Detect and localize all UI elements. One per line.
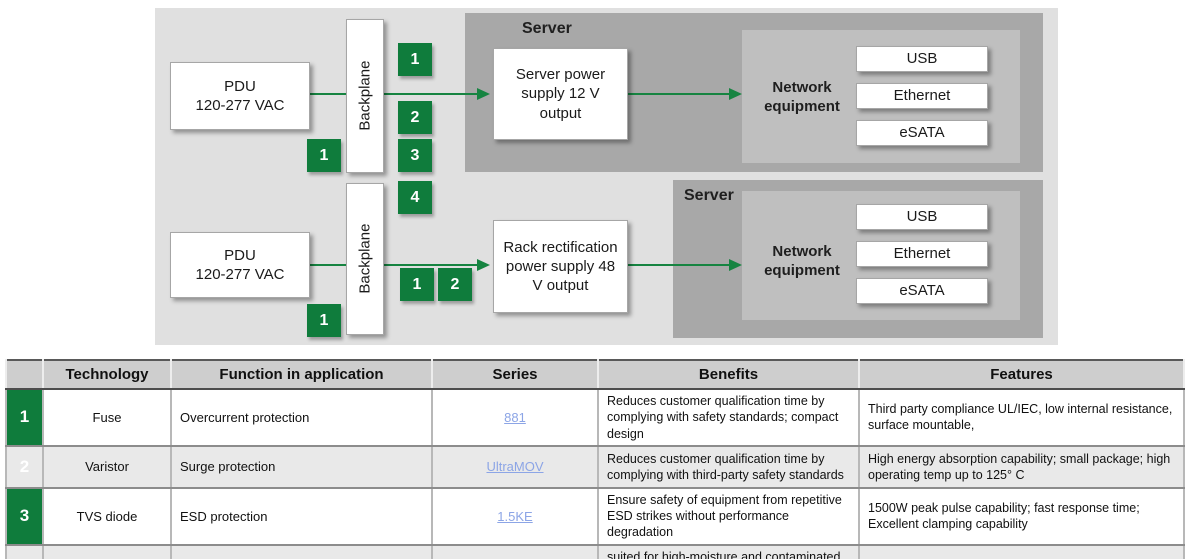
usb-box-2: USB <box>856 204 988 230</box>
table-cell-benefits: Ensure safety of equipment from repetiti… <box>597 486 860 546</box>
line-psu2-network2 <box>628 264 730 266</box>
table-cell-benefits: suited for high-moisture and contaminate… <box>597 543 860 559</box>
line-backplane1-psu1 <box>384 93 478 95</box>
table-cell-features: High energy absorption capability; small… <box>858 444 1185 489</box>
header-series: Series <box>431 360 599 390</box>
table-cell-function: Enclosure open/close status <box>170 543 433 559</box>
table-row: 3 TVS diode ESD protection 1.5KE Ensure … <box>5 486 1185 546</box>
network-equipment-label-2: Network equipment <box>764 243 840 279</box>
pdu-box-1: PDU 120-277 VAC <box>170 62 310 130</box>
server-panel-1-title: Server <box>522 20 572 37</box>
backplane-label-1: Backplane <box>356 60 374 132</box>
esata-box-1: eSATA <box>856 120 988 146</box>
table-row: 1 Fuse Overcurrent protection 881 Reduce… <box>5 388 1185 447</box>
arrow-right-icon <box>477 88 490 100</box>
technology-table: Technology Function in application Serie… <box>5 359 1185 559</box>
marker-1-stack: 1 <box>398 43 432 76</box>
arrow-right-icon <box>477 259 490 271</box>
ethernet-box-2: Ethernet <box>856 241 988 267</box>
arrow-right-icon <box>729 259 742 271</box>
backplane-label-2: Backplane <box>356 223 374 295</box>
backplane-box-2: Backplane <box>346 183 384 335</box>
header-technology: Technology <box>42 360 172 390</box>
marker-2-stack: 2 <box>398 101 432 134</box>
table-cell-features: Customer-defined sensitivity; Rated for … <box>858 543 1185 559</box>
series-link-ultramov[interactable]: UltraMOV <box>486 459 544 475</box>
esata-box-2: eSATA <box>856 278 988 304</box>
line-pdu2-backplane2 <box>310 264 346 266</box>
line-psu1-network1 <box>628 93 730 95</box>
table-cell-features: 1500W peak pulse capability; fast respon… <box>858 486 1185 546</box>
marker-2-pair: 2 <box>438 268 472 301</box>
usb-box-1: USB <box>856 46 988 72</box>
table-header-row: Technology Function in application Serie… <box>5 360 1185 390</box>
arrow-right-icon <box>729 88 742 100</box>
table-cell-features: Third party compliance UL/IEC, low inter… <box>858 388 1185 447</box>
server-panel-2-title: Server <box>684 187 734 204</box>
marker-3-stack: 3 <box>398 139 432 172</box>
rack-power-supply-box: Rack rectification power supply 48 V out… <box>493 220 628 313</box>
table-cell-benefits: Reduces customer qualification time by c… <box>597 444 860 489</box>
table-cell-technology: Varistor <box>42 444 172 489</box>
marker-1-top-left: 1 <box>307 139 341 172</box>
line-pdu1-backplane1 <box>310 93 346 95</box>
network-equipment-label-1: Network equipment <box>764 79 840 115</box>
header-features: Features <box>858 360 1185 390</box>
series-link-1-5ke[interactable]: 1.5KE <box>497 508 533 524</box>
table-cell-technology: Reed sensor <box>42 543 172 559</box>
line-backplane2-psu2 <box>384 264 478 266</box>
series-link-881[interactable]: 881 <box>504 409 526 425</box>
marker-1-bottom-left: 1 <box>307 304 341 337</box>
header-benefits: Benefits <box>597 360 860 390</box>
table-cell-function: Overcurrent protection <box>170 388 433 447</box>
backplane-box-1: Backplane <box>346 19 384 173</box>
table-row: 2 Varistor Surge protection UltraMOV Red… <box>5 444 1185 489</box>
table-cell-function: ESD protection <box>170 486 433 546</box>
server-power-supply-box: Server power supply 12 V output <box>493 48 628 140</box>
ethernet-box-1: Ethernet <box>856 83 988 109</box>
header-number <box>5 360 44 390</box>
pdu-box-2: PDU 120-277 VAC <box>170 232 310 298</box>
table-cell-technology: TVS diode <box>42 486 172 546</box>
row-number-badge: 3 <box>5 486 44 546</box>
table-cell-benefits: Reduces customer qualification time by c… <box>597 388 860 447</box>
header-function: Function in application <box>170 360 433 390</box>
marker-1-pair: 1 <box>400 268 434 301</box>
table-cell-technology: Fuse <box>42 388 172 447</box>
table-row: 4 Reed sensor Enclosure open/close statu… <box>5 543 1185 559</box>
row-number-badge: 2 <box>5 444 44 489</box>
row-number-badge: 4 <box>5 543 44 559</box>
marker-4-stack: 4 <box>398 181 432 214</box>
row-number-badge: 1 <box>5 388 44 447</box>
table-cell-function: Surge protection <box>170 444 433 489</box>
